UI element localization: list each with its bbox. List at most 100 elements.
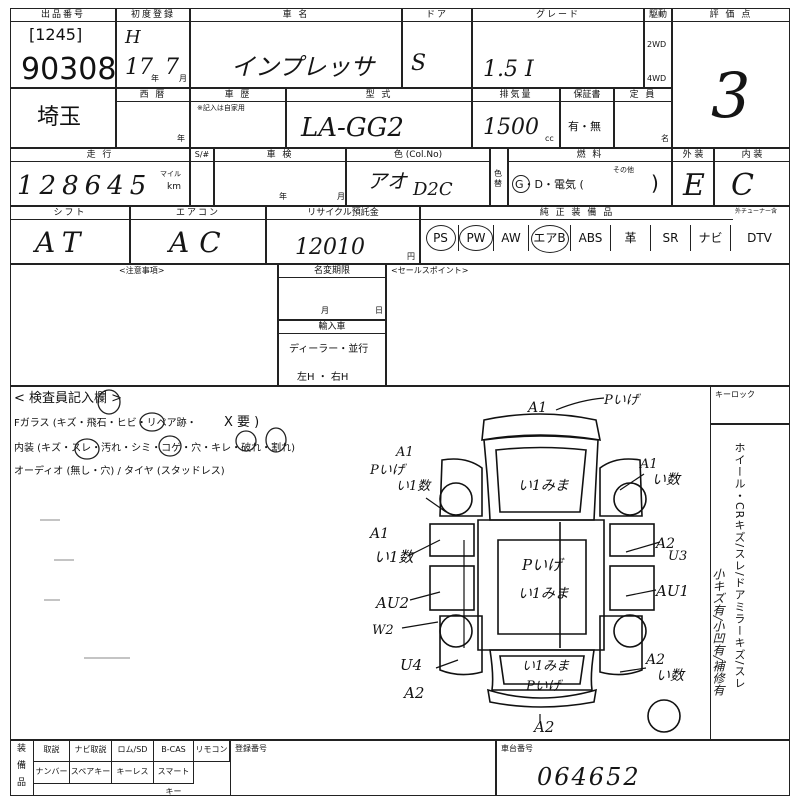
- equipment-sunroof: SR: [650, 225, 690, 251]
- lot-prefix: [1245]: [29, 25, 83, 44]
- ac-label: エアコン: [131, 207, 265, 220]
- s-check-label: S/#: [191, 149, 213, 162]
- acc-rom-sd: ロム/SD: [112, 740, 154, 762]
- accessories-side: 装 備 品: [10, 740, 34, 796]
- acc-manual: 取説: [34, 740, 70, 762]
- equipment-aw: AW: [493, 225, 528, 251]
- acc-smart-key: スマートキー: [154, 762, 194, 796]
- interior-value: C: [731, 168, 754, 203]
- chassis-number-value: 064652: [537, 763, 641, 791]
- acc-remote: リモコン: [194, 740, 230, 762]
- model-label: 型 式: [287, 89, 471, 102]
- score-cell: 評 価 点 3: [672, 8, 790, 148]
- west-year-label: 西 暦: [117, 89, 189, 102]
- shaken-month-mark: 月: [337, 192, 345, 201]
- first-registration-cell: 初度登録 H 17 年 7 月: [116, 8, 190, 88]
- first-registration-month: 7: [165, 55, 179, 80]
- inspector-line-3: オーディオ (無し・穴) / タイヤ (スタッドレス): [14, 466, 225, 477]
- accessories-label-1: 装: [17, 744, 27, 754]
- inspector-line-1: Fガラス (キズ・飛石・ヒビ・リペア跡・: [14, 418, 197, 429]
- circle-airbag: [531, 225, 569, 253]
- color-code: D2C: [413, 179, 453, 200]
- year-mark: 年: [151, 74, 159, 83]
- warranty-label: 保証書: [561, 89, 613, 102]
- inspector-title: < 検査員記入欄 >: [14, 391, 123, 406]
- displacement-label: 排気量: [473, 89, 559, 102]
- door-cell: ドア S: [402, 8, 472, 88]
- shift-value: AT: [35, 226, 89, 259]
- car-name-cell: 車 名 インプレッサ: [190, 8, 402, 88]
- first-registration-year: 17: [125, 55, 153, 80]
- month-mark: 月: [179, 74, 187, 83]
- equipment-cell: 純 正 装 備 品 外チューナー含 PS PW AW エアB ABS 革 SR …: [420, 206, 790, 264]
- name-change-label: 名変期限: [279, 265, 385, 278]
- fuel-g-circle: [512, 175, 530, 193]
- lot-number: 90308: [21, 52, 117, 87]
- door-value: S: [411, 51, 427, 76]
- lot-number-label: 出品番号: [11, 9, 115, 22]
- west-year-cell: 西 暦 年: [116, 88, 190, 148]
- interior-cell: 内 装 C: [714, 148, 790, 206]
- warranty-cell: 保証書 有・無: [560, 88, 614, 148]
- side-note-handwritten: 小キズ有/小凹有/補修有: [711, 568, 725, 697]
- acc-navi-manual: ナビ取説: [70, 740, 112, 762]
- color-change-cell: 色替: [490, 148, 508, 206]
- first-registration-label: 初度登録: [117, 9, 189, 22]
- mileage-value: 128645: [17, 171, 153, 201]
- import-cell: 輸入車 ディーラー・並行 左H ・ 右H: [278, 320, 386, 386]
- acc-bcas: B-CAS: [154, 740, 194, 762]
- model-value: LA-GG2: [301, 113, 404, 143]
- recycle-cell: リサイクル預託金 12010 円: [266, 206, 420, 264]
- grade-cell: グレード 1.5 I: [472, 8, 644, 88]
- circle-pw: [459, 225, 493, 251]
- car-name-value: インプレッサ: [231, 53, 375, 81]
- vehicle-history-label: 車 歴: [191, 89, 285, 102]
- drive-2wd: 2WD: [647, 40, 667, 49]
- color-label: 色 (Col.No): [347, 149, 489, 162]
- recycle-label: リサイクル預託金: [267, 207, 419, 220]
- mileage-cell: 走 行 128645 マイル km: [10, 148, 190, 206]
- exterior-value: E: [683, 168, 705, 203]
- drive-cell: 駆動 2WD 4WD: [644, 8, 672, 88]
- shaken-label: 車 検: [215, 149, 345, 162]
- notes-cell: <注意事項>: [10, 264, 278, 386]
- score-value: 3: [711, 59, 751, 132]
- handle-side: 左H ・ 右H: [297, 372, 349, 383]
- score-label: 評 価 点: [673, 9, 789, 22]
- drive-label: 駆動: [645, 9, 671, 22]
- chassis-number-cell: 車台番号 064652: [496, 740, 790, 796]
- color-change-label: 色替: [494, 169, 502, 188]
- mile-unit: マイル: [160, 170, 181, 178]
- fuel-other: その他: [613, 166, 634, 174]
- sales-point-label: <セールスポイント>: [391, 266, 469, 275]
- equipment-label: 純 正 装 備 品: [421, 207, 733, 220]
- capacity-cell: 定 員 名: [614, 88, 672, 148]
- displacement-value: 1500: [483, 115, 539, 140]
- notes-label: <注意事項>: [119, 266, 165, 275]
- shift-cell: シフト AT: [10, 206, 130, 264]
- mileage-label: 走 行: [11, 149, 189, 162]
- color-cell: 色 (Col.No) アオ D2C: [346, 148, 490, 206]
- color-value: アオ: [367, 169, 407, 193]
- exterior-label: 外 装: [673, 149, 713, 162]
- ac-value: AC: [169, 226, 231, 259]
- recycle-value: 12010: [295, 235, 365, 260]
- person-mark: 名: [661, 134, 669, 143]
- exterior-cell: 外 装 E: [672, 148, 714, 206]
- equipment-navi: ナビ: [690, 225, 730, 251]
- fuel-cell: 燃 料 G・D・電気 ( その他 ): [508, 148, 672, 206]
- accessories-label-3: 品: [17, 778, 27, 788]
- fuel-close: ): [651, 171, 659, 195]
- inspector-line-1-end: X 要 ): [224, 415, 260, 430]
- side-note: ホイール・CRキズ/スレ/ドアミラーキズ/スレ: [733, 442, 746, 690]
- region-cell: 埼玉: [10, 88, 116, 148]
- acc-spare-key: スペアキー: [70, 762, 112, 784]
- lot-number-cell: 出品番号 [1245] 90308: [10, 8, 116, 88]
- name-change-month: 月: [321, 306, 329, 315]
- grade-value: 1.5 I: [483, 57, 534, 82]
- drive-4wd: 4WD: [647, 74, 667, 83]
- region-value: 埼玉: [37, 105, 82, 130]
- registration-number-label: 登録番号: [235, 744, 267, 753]
- acc-keyless: キーレス: [112, 762, 154, 784]
